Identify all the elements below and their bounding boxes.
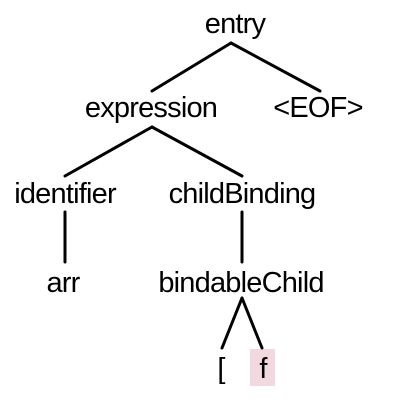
node-child-binding: childBinding	[169, 178, 316, 210]
node-identifier: identifier	[14, 178, 117, 210]
node-entry: entry	[205, 8, 267, 40]
node-arr: arr	[46, 267, 80, 299]
token-f: f	[259, 353, 268, 385]
edge-expression-identifier	[63, 125, 154, 178]
tree-edges	[63, 41, 322, 350]
edge-entry-expression	[150, 41, 233, 93]
edge-bindablechild-f	[240, 296, 264, 350]
token-f-highlight	[250, 349, 275, 386]
edge-expression-childbinding	[150, 125, 244, 178]
token-bracket: [	[217, 353, 225, 385]
node-eof: <EOF>	[273, 92, 363, 124]
edge-entry-eof	[229, 41, 322, 93]
edge-bindablechild-bracket	[220, 296, 244, 350]
node-expression: expression	[85, 92, 217, 124]
node-bindable-child: bindableChild	[158, 267, 323, 299]
tree-nodes: entry expression <EOF> identifier childB…	[14, 8, 363, 385]
